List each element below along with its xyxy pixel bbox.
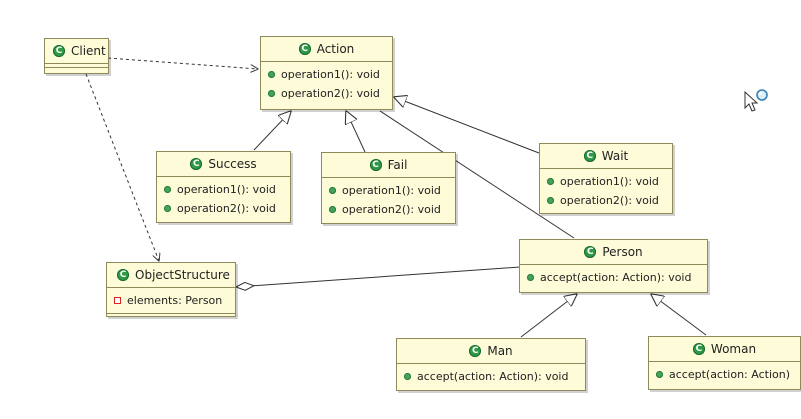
member-row[interactable]: elements: Person bbox=[107, 291, 235, 310]
public-method-icon bbox=[404, 373, 411, 380]
public-method-icon bbox=[268, 71, 275, 78]
member-row[interactable]: operation2(): void bbox=[157, 199, 290, 218]
member-label: accept(action: Action): void bbox=[417, 370, 569, 383]
public-method-icon bbox=[329, 206, 336, 213]
class-c-icon: C bbox=[369, 159, 382, 171]
class-action-header: C Action bbox=[261, 37, 392, 61]
class-woman-header: C Woman bbox=[649, 337, 800, 361]
class-wait-header: C Wait bbox=[540, 144, 672, 168]
class-name: Success bbox=[208, 157, 257, 171]
class-action[interactable]: C Action operation1(): void operation2()… bbox=[260, 36, 393, 110]
member-row[interactable]: accept(action: Action): void bbox=[397, 367, 585, 386]
compartment-divider bbox=[107, 313, 235, 314]
member-row[interactable]: operation2(): void bbox=[322, 200, 455, 219]
generalization-success-action bbox=[253, 111, 291, 151]
class-c-icon: C bbox=[584, 246, 597, 258]
class-client[interactable]: C Client bbox=[44, 38, 109, 74]
class-name: Man bbox=[487, 344, 513, 358]
class-c-icon: C bbox=[117, 269, 129, 281]
class-name: Woman bbox=[710, 342, 757, 356]
member-label: operation2(): void bbox=[281, 87, 380, 100]
dependency-client-action bbox=[107, 57, 258, 69]
compartment-divider bbox=[261, 61, 392, 62]
public-method-icon bbox=[656, 371, 663, 378]
class-success-header: C Success bbox=[157, 152, 290, 176]
member-label: accept(action: Action): void bbox=[540, 271, 692, 284]
compartment-divider bbox=[322, 177, 455, 178]
class-c-icon: C bbox=[190, 158, 203, 170]
private-field-icon bbox=[114, 297, 121, 304]
public-method-icon bbox=[547, 178, 554, 185]
member-row[interactable]: operation1(): void bbox=[157, 180, 290, 199]
member-label: accept(action: Action) bbox=[669, 368, 790, 381]
compartment-divider bbox=[157, 176, 290, 177]
compartment-divider bbox=[649, 361, 800, 362]
generalization-wait-action bbox=[394, 97, 540, 154]
generalization-fail-action bbox=[346, 111, 366, 153]
member-label: operation1(): void bbox=[342, 184, 441, 197]
class-c-icon: C bbox=[53, 45, 65, 57]
member-row[interactable]: operation2(): void bbox=[261, 84, 392, 103]
class-name: Client bbox=[71, 44, 106, 58]
member-row[interactable]: accept(action: Action): void bbox=[520, 268, 707, 287]
class-objectstructure-header: C ObjectStructure bbox=[107, 263, 235, 287]
class-c-icon: C bbox=[583, 150, 596, 162]
member-label: elements: Person bbox=[127, 294, 223, 307]
class-wait[interactable]: C Wait operation1(): void operation2(): … bbox=[539, 143, 673, 214]
compartment-divider bbox=[397, 363, 585, 364]
member-label: operation2(): void bbox=[342, 203, 441, 216]
public-method-icon bbox=[547, 197, 554, 204]
class-name: ObjectStructure bbox=[135, 268, 230, 282]
class-c-icon: C bbox=[298, 43, 311, 55]
generalization-man-person bbox=[520, 294, 577, 338]
class-person[interactable]: C Person accept(action: Action): void bbox=[519, 239, 708, 293]
member-row[interactable]: operation1(): void bbox=[322, 181, 455, 200]
member-label: operation2(): void bbox=[560, 194, 659, 207]
dependency-client-objectstructure bbox=[85, 73, 159, 261]
class-name: Action bbox=[316, 42, 355, 56]
member-row[interactable]: operation1(): void bbox=[261, 65, 392, 84]
member-label: operation2(): void bbox=[177, 202, 276, 215]
member-label: operation1(): void bbox=[560, 175, 659, 188]
class-name: Fail bbox=[387, 158, 408, 172]
class-fail-header: C Fail bbox=[322, 153, 455, 177]
member-row[interactable]: operation1(): void bbox=[540, 172, 672, 191]
compartment-divider bbox=[520, 264, 707, 265]
pointer-search-cursor-icon bbox=[744, 89, 768, 112]
public-method-icon bbox=[164, 205, 171, 212]
class-person-header: C Person bbox=[520, 240, 707, 264]
class-success[interactable]: C Success operation1(): void operation2(… bbox=[156, 151, 291, 223]
class-fail[interactable]: C Fail operation1(): void operation2(): … bbox=[321, 152, 456, 224]
class-name: Person bbox=[602, 245, 643, 259]
class-c-icon: C bbox=[469, 345, 482, 357]
public-method-icon bbox=[527, 274, 534, 281]
class-name: Wait bbox=[601, 149, 629, 163]
compartment-divider bbox=[45, 63, 108, 68]
class-objectstructure[interactable]: C ObjectStructure elements: Person bbox=[106, 262, 236, 317]
member-row[interactable]: operation2(): void bbox=[540, 191, 672, 210]
class-man[interactable]: C Man accept(action: Action): void bbox=[396, 338, 586, 391]
public-method-icon bbox=[268, 90, 275, 97]
member-label: operation1(): void bbox=[281, 68, 380, 81]
member-row[interactable]: accept(action: Action) bbox=[649, 365, 800, 384]
class-c-icon: C bbox=[692, 343, 705, 355]
aggregation-objectstructure-person bbox=[236, 266, 521, 287]
compartment-divider bbox=[107, 287, 235, 288]
generalization-woman-person bbox=[651, 294, 707, 336]
compartment-divider bbox=[540, 168, 672, 169]
class-woman[interactable]: C Woman accept(action: Action) bbox=[648, 336, 801, 390]
member-label: operation1(): void bbox=[177, 183, 276, 196]
class-man-header: C Man bbox=[397, 339, 585, 363]
association-person-action bbox=[379, 110, 575, 239]
public-method-icon bbox=[329, 187, 336, 194]
public-method-icon bbox=[164, 186, 171, 193]
class-client-header: C Client bbox=[45, 39, 108, 63]
